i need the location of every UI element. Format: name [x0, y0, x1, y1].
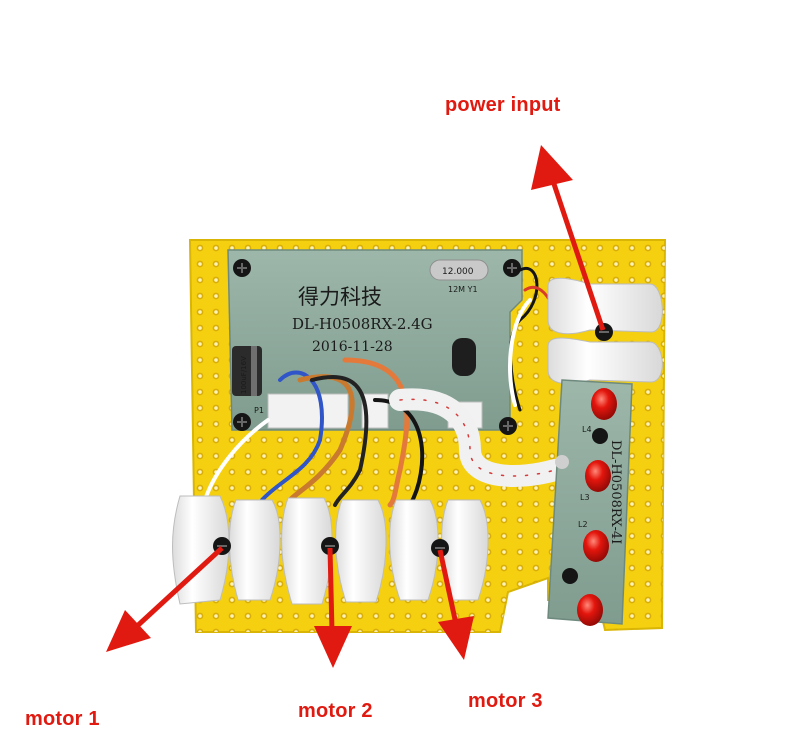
- pcb-chinese-label: 得力科技: [298, 285, 382, 309]
- power-connector-bottom: [547, 337, 663, 385]
- arrow-motor-3: [437, 549, 474, 660]
- pcb-model-label: DL-H0508RX-2.4G: [292, 315, 433, 333]
- pcb-date-label: 2016-11-28: [312, 339, 393, 355]
- pcb-connector-label: P1: [254, 406, 264, 415]
- mounting-screw: [499, 417, 517, 435]
- mounting-screw: [503, 259, 521, 277]
- crystal-marking: 12M Y1: [448, 285, 478, 294]
- transistor: [452, 338, 476, 376]
- header-connector: [267, 393, 349, 429]
- power-input-label: power input: [445, 94, 561, 116]
- arrow-motor-1: [106, 546, 224, 652]
- motor-2-label: motor 2: [298, 700, 373, 722]
- capacitor: 100uF/16V: [232, 346, 262, 396]
- mounting-screw: [233, 259, 251, 277]
- crystal-label: 12.000: [442, 267, 474, 277]
- motor-connectors: [172, 495, 489, 605]
- crystal: [429, 259, 489, 281]
- led-board: DL-H0508RX-4I L4 L3 L2: [547, 379, 633, 626]
- red-led: [583, 530, 609, 562]
- red-led: [585, 460, 611, 492]
- led-marker-3: L2: [578, 520, 588, 529]
- svg-text:100uF/16V: 100uF/16V: [240, 356, 248, 394]
- arrow-motor-2: [314, 547, 352, 668]
- power-connector-top: [547, 277, 663, 341]
- led-marker-2: L3: [580, 493, 590, 502]
- receiver-pcb: 得力科技 DL-H0508RX-2.4G 2016-11-28 P1 12.00…: [227, 249, 523, 435]
- led-marker-1: L4: [582, 425, 592, 434]
- arrow-power-input: [531, 145, 606, 331]
- wires: [203, 266, 566, 508]
- motor-1-label: motor 1: [25, 708, 100, 730]
- mounting-screw: [233, 413, 251, 431]
- red-led: [577, 594, 603, 626]
- red-led: [591, 388, 617, 420]
- led-board-label: DL-H0508RX-4I: [608, 440, 623, 544]
- motor-3-label: motor 3: [468, 690, 543, 712]
